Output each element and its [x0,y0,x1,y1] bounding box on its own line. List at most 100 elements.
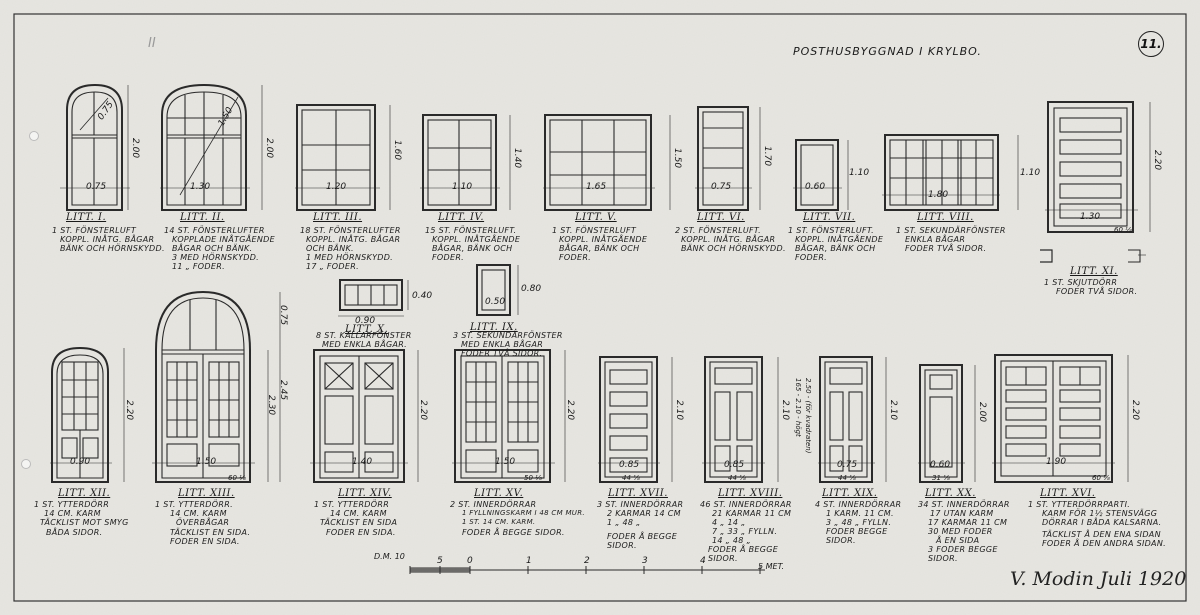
drawing-title: Posthusbyggnad i Krylbo. [793,45,982,58]
desc-line: 1 st. Fönsterluft [52,226,137,235]
scale-bar [409,566,765,574]
dim-height: 2.20 [565,400,575,421]
desc-line: 1 karm. 11 cm. [826,509,894,518]
desc-line: 14 st. Fönsterlufter [164,226,265,235]
desc-line: foder två sidor. [905,244,987,253]
desc-line: 46 st. Innerdörrar [700,500,792,509]
door-litt-xvii [598,356,673,483]
desc-line: Karm för 1½ stensvägg [1042,509,1158,518]
dim-width: 0.90 [355,316,376,326]
dim-width: 1.90 [1046,457,1067,467]
desc-line: enkla bågar [905,235,966,244]
desc-line: Täcklist å den ena sidan [1042,530,1161,539]
desc-line: 2 st. Fönsterluft. [675,226,761,235]
dim-width: 0.75 [711,182,732,192]
desc-line: kopplade inåtgående [172,235,275,244]
litt-label: LITT. VIII. [917,212,974,223]
desc-line: täcklist en sida [320,518,398,527]
dim-height: 2.10 [780,400,790,421]
desc-line: 34 st. Innerdörrar [918,500,1010,509]
dim-width: 0.85 [619,460,640,470]
desc-line: täcklist mot smyg [40,518,129,527]
dim-width: 0.50 [485,297,506,307]
dim-extra: 44 ⅛ [728,474,746,482]
desc-line: 17 karmar 11 cm [928,518,1008,527]
dim-width: 1.80 [928,190,949,200]
desc-line: 2 st. Innerdörrar [450,500,537,509]
desc-line: 4 „ 14 „ [712,518,746,527]
side-note: 165 - 2.10 - högt [794,378,802,437]
dim-height: 2.20 [124,400,134,421]
desc-line: å en sida [936,536,980,545]
desc-line: 1 st. Fönsterluft. [788,226,874,235]
dim-height: 2.20 [1130,400,1140,421]
scale-tick: 3 [642,556,648,566]
roman-mark: II [148,36,156,51]
dim-width: 1.30 [1080,212,1101,222]
desc-line: koppl. inåtg. bågar [60,235,155,244]
desc-line: foder en sida. [326,528,396,537]
scale-tick: 4 [700,556,706,566]
desc-line: sidor. [607,541,637,550]
desc-line: 8 st. Källarfönster [316,331,412,340]
punch-hole [21,459,31,469]
desc-line: 7 „ 33 „ fylln. [712,527,778,536]
desc-line: bänk och hörnskydd. [60,244,165,253]
door-litt-xx [918,364,976,483]
desc-line: bågar och bänk. [172,244,253,253]
litt-label: LITT. II. [180,212,225,223]
litt-label: LITT. XIII. [178,488,235,499]
desc-line: Dörrar i båda kalsarna. [1042,518,1162,527]
dim-width: 0.60 [930,460,951,470]
desc-line: Foder å den andra sidan. [1042,539,1166,548]
desc-line: 1 med hörnskydd. [306,253,394,262]
desc-line: 1 st. Skjutdörr [1044,278,1118,287]
desc-line: sidor. [928,554,958,563]
desc-line: bågar, bänk och [795,244,876,253]
window-litt-v [543,114,671,211]
scale-tick: 5 [437,556,443,566]
desc-line: bågar, bänk och [432,244,513,253]
desc-line: foder två sidor. [461,349,543,358]
window-litt-vi [695,106,761,211]
desc-line: 3 foder begge [928,545,998,554]
litt-label: LITT. XIV. [338,488,392,499]
litt-label: LITT. XV. [474,488,524,499]
dim-height: 2.00 [130,138,140,159]
window-litt-vii [793,139,849,211]
desc-line: foder en sida. [170,537,240,546]
door-litt-xvi [992,354,1129,483]
dim-width: 1.30 [190,182,211,192]
door-litt-xiv [310,349,419,483]
dim-width: 1.50 [196,457,217,467]
desc-line: 14 cm. karm [170,509,227,518]
desc-line: 17 utan karm [930,509,994,518]
dim-width: 1.65 [586,182,607,192]
window-litt-iv [420,114,511,211]
desc-line: sidor. [826,536,856,545]
desc-line: 21 karmar 11 cm [712,509,792,518]
dim-extra: 60 ⅛ [228,474,246,482]
litt-label: LITT. XX. [925,488,976,499]
window-litt-i [60,83,130,211]
desc-line: 1 st. Ytterdörr [314,500,390,509]
desc-line: sidor. [708,554,738,563]
desc-line: 1 st. Fönsterluft [552,226,637,235]
desc-line: foder. [559,253,592,262]
desc-line: koppl. inåtg. bågar [681,235,776,244]
dim-height: 2.30 [266,395,276,416]
dim-height-total: 2.45 [278,380,288,401]
desc-line: 3 „ 48 „ fylln. [826,518,892,527]
desc-line: överbågar [176,518,230,527]
dim-height: 2.00 [264,138,274,159]
dim-height: 2.10 [888,400,898,421]
desc-line: foder begge [826,527,888,536]
desc-line: 1 st. 14 cm. karm. [462,518,536,526]
dim-width: 0.75 [86,182,107,192]
desc-line: koppl. inåtgående [432,235,521,244]
desc-line: 1 „ 48 „ [607,518,641,527]
punch-hole [29,131,39,141]
desc-line: 1 st. Ytterdörrparti. [1028,500,1131,509]
desc-line: 1 st. Ytterdörr [34,500,110,509]
dim-height: 2.10 [674,400,684,421]
